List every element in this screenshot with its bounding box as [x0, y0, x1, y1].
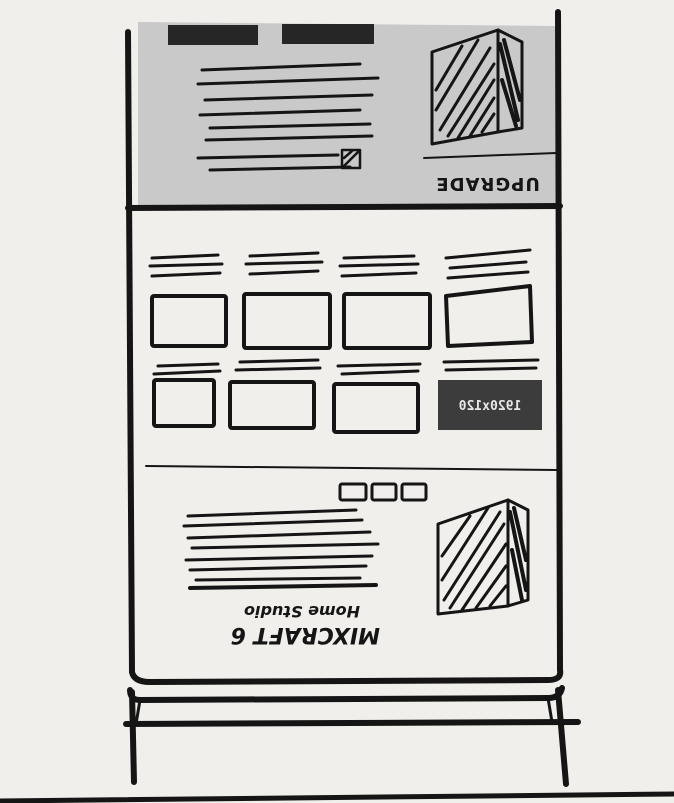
nav-block-2 [282, 24, 374, 44]
nav-block-1 [168, 25, 258, 45]
highlight-tile-label: 1920x120 [459, 399, 522, 414]
highlight-tile: 1920x120 [438, 380, 542, 430]
top-panel: UPGRADE [138, 22, 556, 206]
product-subtitle: Home Studio [244, 602, 360, 621]
upgrade-label: UPGRADE [435, 173, 540, 194]
product-title: MIXCRAFT 6 [231, 622, 380, 647]
